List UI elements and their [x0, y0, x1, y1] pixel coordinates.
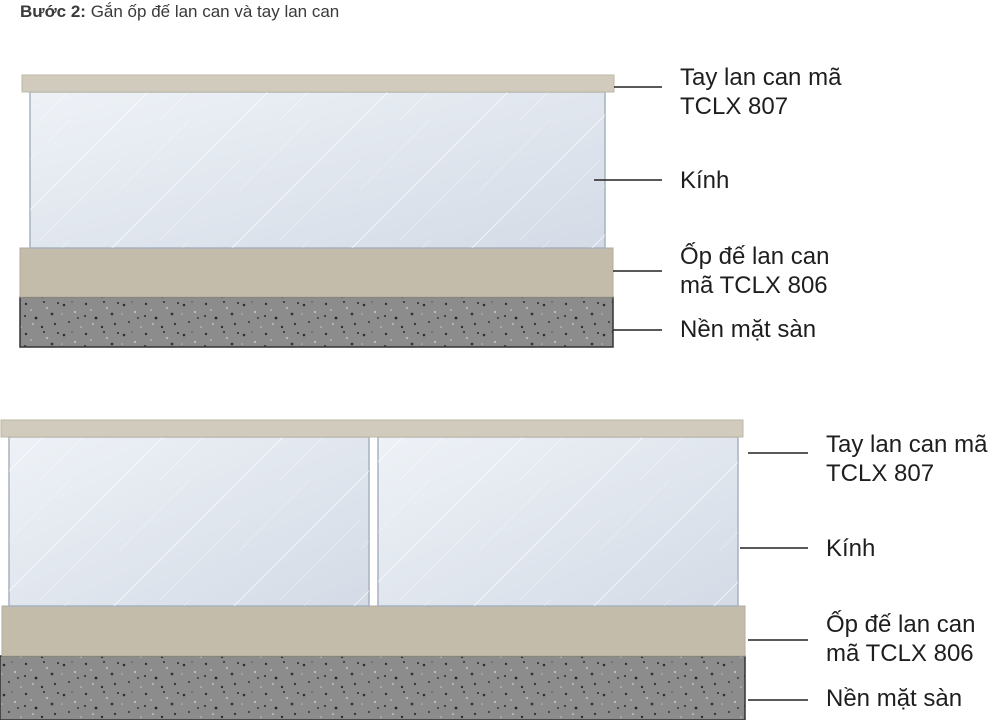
label-line: mã TCLX 806 [680, 272, 828, 299]
label-line: Tay lan can mã [680, 64, 842, 91]
floor-slab [19, 296, 614, 348]
glass-reflection-left [9, 437, 369, 606]
label-line: TCLX 807 [680, 93, 789, 120]
label-line: mã TCLX 806 [826, 640, 974, 667]
step-number: Bước 2: [20, 2, 86, 21]
handrail [21, 74, 615, 93]
label-line: Tay lan can mã [826, 431, 988, 458]
handrail [0, 419, 744, 438]
diagram-double-pane [0, 419, 808, 720]
label-line: Kính [680, 167, 730, 194]
label-floor: Nền mặt sàn [826, 684, 962, 713]
label-line: Ốp đế lan can [680, 243, 830, 270]
floor-slab [0, 655, 746, 720]
label-floor: Nền mặt sàn [680, 315, 816, 344]
label-line: Ốp đế lan can [826, 611, 976, 638]
step-heading: Bước 2: Gắn ốp đế lan can và tay lan can [20, 2, 339, 22]
label-glass: Kính [680, 166, 729, 195]
glass-reflection [30, 92, 605, 248]
label-handrail: Tay lan can mã TCLX 807 [680, 63, 841, 121]
label-line: Kính [826, 535, 876, 562]
base-cover [1, 605, 746, 657]
glass-reflection-right [378, 437, 738, 606]
label-line: Nền mặt sàn [680, 316, 817, 343]
base-cover [19, 247, 614, 298]
label-line: TCLX 807 [826, 460, 935, 487]
step-description: Gắn ốp đế lan can và tay lan can [90, 2, 340, 21]
label-base-cover: Ốp đế lan can mã TCLX 806 [826, 610, 975, 668]
label-handrail: Tay lan can mã TCLX 807 [826, 430, 987, 488]
label-base-cover: Ốp đế lan can mã TCLX 806 [680, 242, 829, 300]
label-glass: Kính [826, 534, 875, 563]
diagram-single-pane [19, 74, 662, 348]
label-line: Nền mặt sàn [826, 685, 963, 712]
